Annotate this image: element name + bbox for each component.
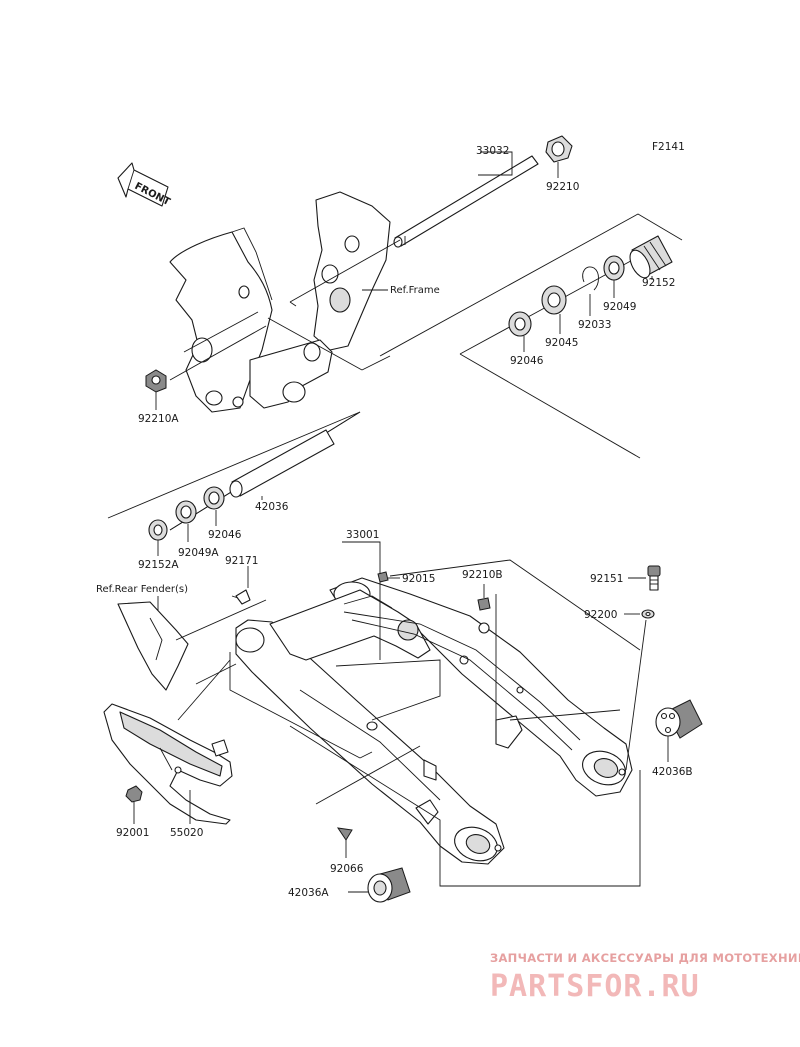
bush-92152A [148,519,168,541]
watermark-tagline: ЗАПЧАСТИ И АКСЕССУАРЫ ДЛЯ МОТОТЕХНИКИ [490,951,800,965]
needle-bearing-92046-top [508,311,532,337]
part-label-92015: 92015 [402,573,435,585]
diagram-code: F2141 [652,141,685,153]
bush-92152 [629,235,673,279]
clip-92171 [231,589,251,605]
plug-92066 [336,827,353,841]
nut-92210 [545,135,573,163]
collar-42036B [655,699,703,739]
needle-bearing-92046-mid [203,486,225,510]
circlip-92033 [582,266,599,291]
part-label-33032: 33032 [476,145,509,157]
watermark: ЗАПЧАСТИ И АКСЕССУАРЫ ДЛЯ МОТОТЕХНИКИ PA… [490,951,800,1004]
part-label-92210B: 92210B [462,569,503,581]
part-label-92049: 92049 [603,301,636,313]
ref-frame-label: Ref.Frame [390,285,440,296]
part-label-92200: 92200 [584,609,617,621]
part-label-92152: 92152 [642,277,675,289]
collar-42036A [367,867,411,903]
part-label-92045: 92045 [545,337,578,349]
frame-reference [169,191,391,413]
part-label-92046-mid: 92046 [208,529,242,541]
grease-nipple-92015 [377,571,389,583]
bearing-92045 [541,285,567,315]
part-label-92210: 92210 [546,181,579,193]
washer-92200 [641,609,655,619]
part-label-42036B: 42036B [652,766,693,778]
part-label-92046-top: 92046 [510,355,544,367]
part-label-92033: 92033 [578,319,611,331]
part-label-33001: 33001 [346,529,379,541]
part-label-92066: 92066 [330,863,364,875]
part-label-92152A: 92152A [138,559,179,571]
seal-92049 [603,255,625,281]
collar-42036 [229,429,335,498]
nut-92210B [477,597,491,611]
ref-rear-fender-label: Ref.Rear Fender(s) [96,584,188,595]
swingarm-33001 [235,577,633,865]
part-label-92171: 92171 [225,555,258,567]
part-label-92210A: 92210A [138,413,179,425]
part-label-92049A: 92049A [178,547,219,559]
part-label-42036A: 42036A [288,887,329,899]
bolt-92151 [647,565,661,591]
part-label-55020: 55020 [170,827,203,839]
seal-92049A [175,500,197,524]
rear-fender-reference [117,601,189,691]
part-label-92001: 92001 [116,827,149,839]
watermark-brand: PARTSFOR.RU [490,969,700,1004]
nut-92210A [145,369,167,393]
bolt-92001 [125,785,143,803]
chain-guard-55020 [103,703,233,825]
pivot-shaft-33032 [393,155,539,248]
front-arrow-icon: FRONT [117,162,172,208]
part-label-92151: 92151 [590,573,623,585]
part-label-42036: 42036 [255,501,289,513]
